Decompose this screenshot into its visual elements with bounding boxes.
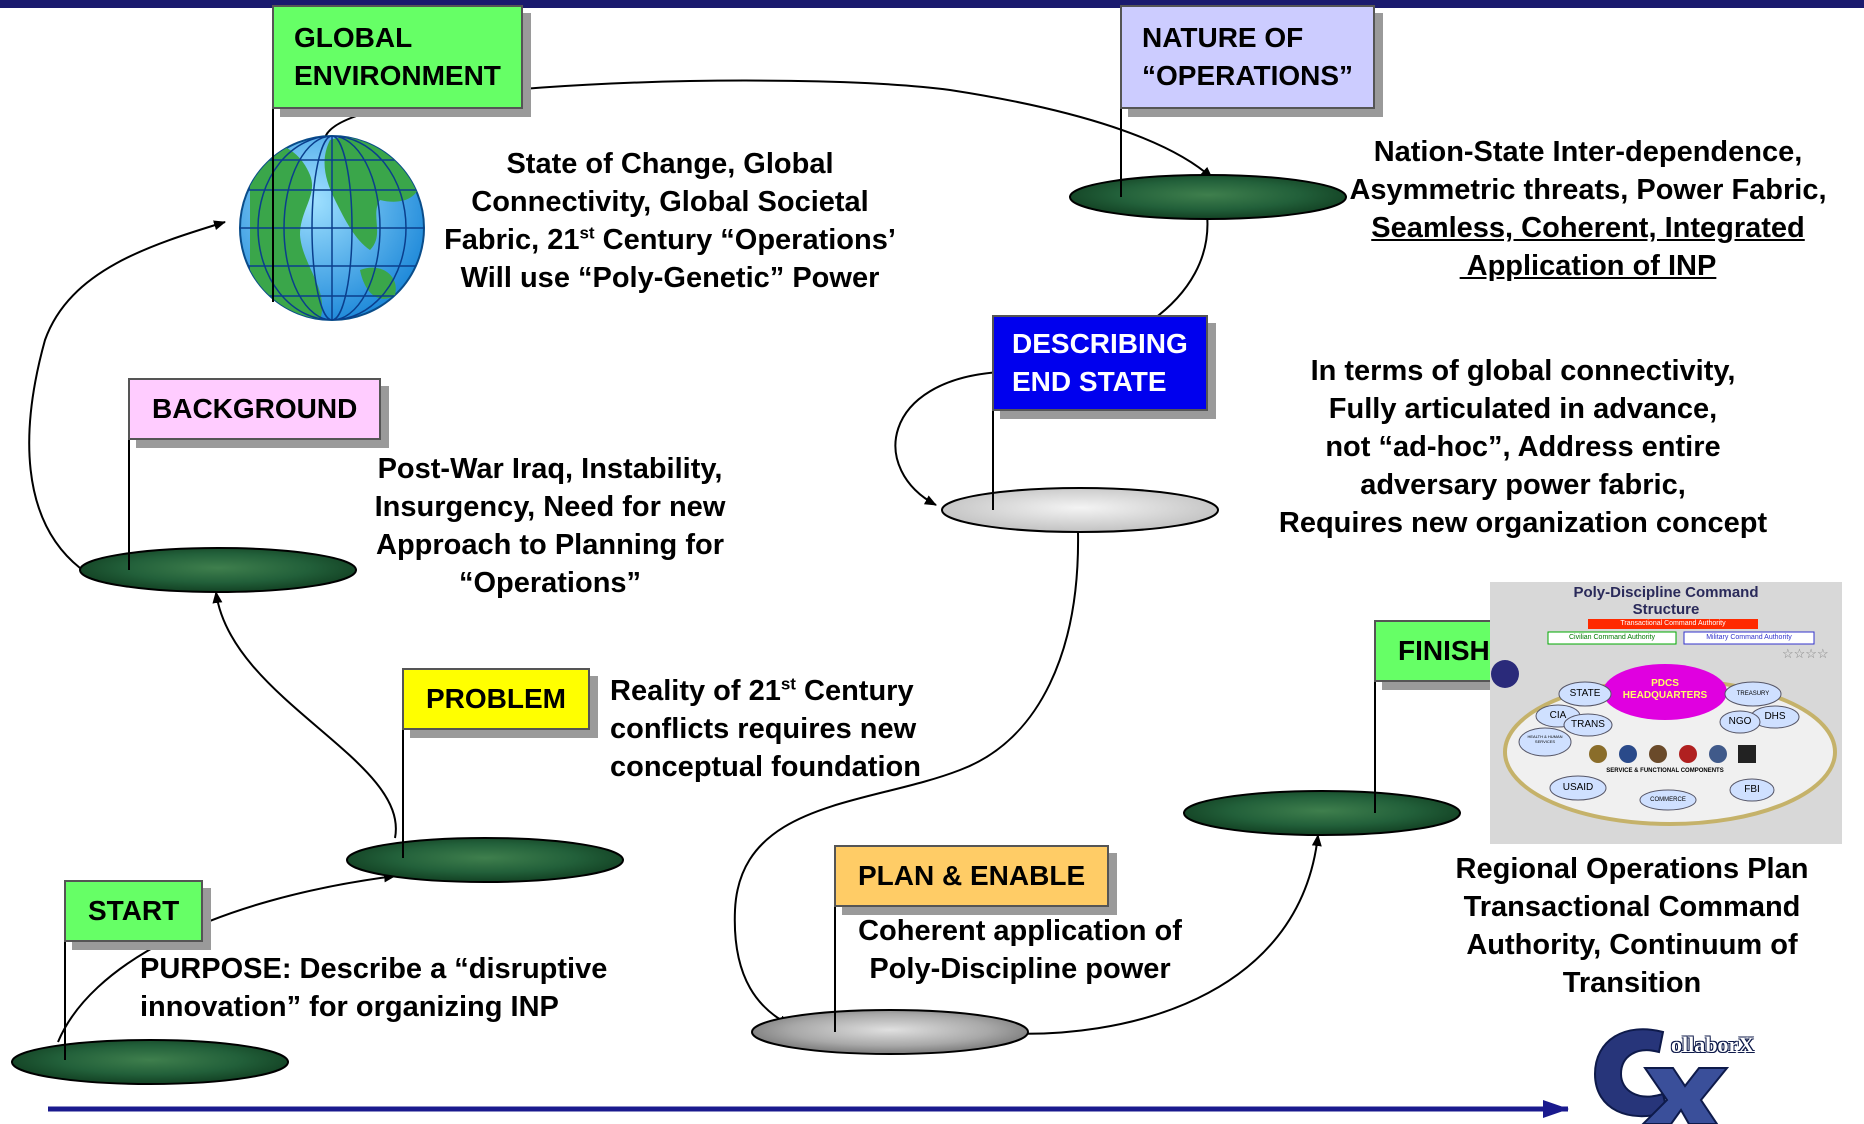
connector-endstate-plan bbox=[733, 531, 1080, 1026]
platform-plan bbox=[751, 1009, 1029, 1055]
pole-start bbox=[64, 918, 66, 1060]
flag-problem: PROBLEM bbox=[402, 668, 590, 730]
platform-problem bbox=[346, 837, 624, 883]
platform-background bbox=[79, 547, 357, 593]
top-border bbox=[0, 0, 1864, 8]
flag-nature-of-operations: NATURE OF“OPERATIONS” bbox=[1120, 5, 1376, 109]
connector-background-global bbox=[28, 220, 226, 569]
platform-finish bbox=[1183, 790, 1461, 836]
platform-end-state bbox=[941, 487, 1219, 533]
platform-start bbox=[11, 1039, 289, 1085]
background-text: Post-War Iraq, Instability,Insurgency, N… bbox=[374, 453, 726, 599]
pole-problem bbox=[402, 668, 404, 858]
platform-nature bbox=[1069, 174, 1347, 220]
connector-plan-finish bbox=[999, 834, 1322, 1035]
pole-background bbox=[128, 378, 130, 570]
pole-global bbox=[272, 52, 274, 302]
flag-plan-and-enable: PLAN & ENABLE bbox=[834, 845, 1110, 907]
globe-icon bbox=[239, 135, 425, 321]
connector-problem-background bbox=[212, 591, 397, 839]
flag-background: BACKGROUND bbox=[128, 378, 382, 440]
problem-text: Reality of 21st Century conflicts requir… bbox=[610, 674, 921, 783]
nature-text: Nation-State Inter-dependence, Asymmetri… bbox=[1349, 136, 1827, 282]
pole-end-state bbox=[992, 350, 994, 510]
global-text: State of Change, Global Connectivity, Gl… bbox=[444, 148, 896, 294]
collaborx-logo: ollaborX bbox=[1585, 1018, 1755, 1124]
flag-start: START bbox=[64, 880, 204, 942]
pole-finish bbox=[1374, 640, 1376, 813]
end-state-text: In terms of global connectivity,Fully ar… bbox=[1278, 355, 1768, 539]
pole-nature bbox=[1120, 52, 1122, 197]
pole-plan bbox=[834, 865, 836, 1032]
